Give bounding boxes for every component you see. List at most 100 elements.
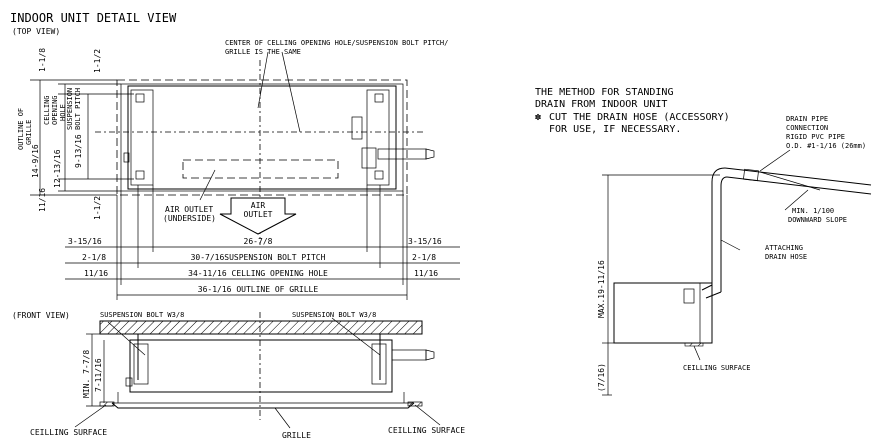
drain-fitting [351, 116, 363, 140]
air-outlet-arrow-text-2: OUTLET [244, 210, 273, 219]
opening-label-2: OPENING [51, 95, 59, 125]
air-outlet-leader [199, 169, 216, 201]
front-view-label: (FRONT VIEW) [12, 311, 70, 320]
pipe-label-1: DRAIN PIPE [786, 115, 828, 123]
note-leader [281, 51, 301, 133]
bolt-hole [135, 170, 145, 180]
grille-label: GRILLE [282, 431, 311, 440]
bolt-bracket-right [366, 89, 390, 186]
air-outlet-label-1: AIR OUTLET [165, 205, 213, 214]
drain-pipe-top [724, 167, 872, 186]
hose-label-1: ATTACHING [765, 244, 803, 252]
bolt-label-left: SUSPENSION BOLT W3/8 [100, 311, 184, 319]
front-drain-stub [391, 349, 427, 361]
pipe-coupling [743, 168, 759, 182]
dim-26-7-8: 26-7/8 [244, 237, 273, 246]
front-fitting [125, 377, 133, 387]
dim-9-13-16: 9-13/16 [74, 134, 83, 168]
hose-inner [720, 176, 728, 292]
dim-1-1-2-bottom: 1-1/2 [93, 196, 102, 220]
drain-heading-2: DRAIN FROM INDOOR UNIT [535, 99, 667, 110]
ceiling-surface-label-right: CEILLING SURFACE [388, 426, 465, 435]
outline-grille-label-2: GRILLE [25, 120, 33, 145]
grille-leader [274, 407, 291, 429]
opening-label-3: HOLE [59, 104, 67, 121]
center-note-line1: CENTER OF CELLING OPENING HOLE/SUSPENSIO… [225, 39, 448, 47]
ceiling-slab [99, 320, 423, 335]
dim-left-3-15-16: 3-15/16 [68, 237, 102, 246]
bolt-leader-left [107, 321, 146, 356]
slope-leader [784, 189, 809, 211]
top-view: CENTER OF CELLING OPENING HOLE/SUSPENSIO… [17, 39, 460, 300]
ceiling-surface-right [407, 401, 423, 407]
ceiling-surface-pad [684, 342, 704, 347]
air-outlet-arrow-text-1: AIR [251, 201, 266, 210]
dim-outline: 36-1/16 OUTLINE OF GRILLE [198, 285, 319, 294]
ceiling-leader [693, 345, 701, 361]
hose-leader [720, 239, 741, 251]
dim-bolt-pitch: 30-7/16SUSPENSION BOLT PITCH [191, 253, 326, 262]
drain-pipe-end [425, 148, 435, 160]
grille-outline [116, 79, 408, 196]
bolt-bracket-left [130, 89, 154, 186]
bolt-label-2: BOLT PITCH [74, 88, 82, 130]
slope-label-2: DOWNWARD SLOPE [788, 216, 847, 224]
dim-1-1-2-top: 1-1/2 [93, 49, 102, 73]
dim-14-9-16: 14-9/16 [31, 144, 40, 178]
note-leader [257, 51, 269, 109]
ceiling-leader-right [414, 404, 441, 426]
pipe-label-leader [759, 149, 791, 172]
air-outlet-arrow [219, 197, 297, 235]
slope-label-1: MIN. 1/100 [792, 207, 834, 215]
bolt-leader-right [331, 317, 381, 356]
air-outlet-label-2: (UNDERSIDE) [163, 214, 216, 223]
dim-7-11-16: 7-11/16 [94, 358, 103, 392]
drain-note-2: FOR USE, IF NECESSARY. [549, 124, 681, 135]
dim-right-3-15-16: 3-15/16 [408, 237, 442, 246]
bolt-label-1: SUSPENSION [66, 88, 74, 130]
pipe-label-3: RIGID PVC PIPE [786, 133, 845, 141]
bottom-dim-label: (7/16) [597, 363, 606, 392]
dim-opening: 34-11/16 CELLING OPENING HOLE [188, 269, 328, 278]
outline-grille-label-1: OUTLINE OF [17, 108, 25, 150]
dim-bolt-right: 2-1/8 [412, 253, 436, 262]
ceiling-surface-left [99, 401, 115, 407]
front-bracket-right [371, 343, 387, 385]
dim-1-1-8: 1-1/8 [38, 48, 47, 72]
drain-heading-1: THE METHOD FOR STANDING [535, 87, 673, 98]
bolt-hole [374, 170, 384, 180]
dim-open-left: 11/16 [84, 269, 108, 278]
unit-body-front [129, 339, 393, 393]
bolt-hole [135, 93, 145, 103]
drain-note-1: CUT THE DRAIN HOSE (ACCESSORY) [549, 112, 730, 123]
dim-open-right: 11/16 [414, 269, 438, 278]
slope-line [759, 171, 821, 191]
hose-bend [701, 284, 713, 291]
drain-pipe-stub [377, 148, 427, 160]
bolt-label-right: SUSPENSION BOLT W3/8 [292, 311, 376, 319]
top-view-label: (TOP VIEW) [12, 27, 60, 36]
dim-min-7-7-8: MIN. 7-7/8 [82, 350, 91, 398]
pipe-label-4: O.D. #1-1/16 (26mm) [786, 142, 866, 150]
unit-side-body [613, 282, 713, 344]
front-drain-end [425, 349, 435, 361]
unit-side-outlet [683, 288, 695, 304]
dim-11-16: 11/16 [38, 188, 47, 212]
dim-12-13-16: 12-13/16 [53, 149, 62, 188]
ceiling-leader-left [74, 404, 107, 428]
pipe-label-2: CONNECTION [786, 124, 828, 132]
drain-method: THE METHOD FOR STANDING DRAIN FROM INDOO… [535, 87, 872, 396]
air-outlet-underside [182, 159, 339, 179]
ceiling-opening-outline [120, 83, 404, 192]
drain-ceiling-label: CEILLING SURFACE [683, 364, 750, 372]
drain-bullet: ✽ [535, 112, 541, 123]
front-bracket-left [133, 343, 149, 385]
page-title: INDOOR UNIT DETAIL VIEW [10, 11, 177, 25]
hose-label-2: DRAIN HOSE [765, 253, 807, 261]
drain-outlet-box [361, 147, 377, 169]
hose-bend [705, 291, 722, 299]
grille-front [111, 402, 415, 409]
max-height-label: MAX.19-11/16 [597, 260, 606, 318]
center-note-line2: GRILLE IS THE SAME [225, 48, 301, 56]
